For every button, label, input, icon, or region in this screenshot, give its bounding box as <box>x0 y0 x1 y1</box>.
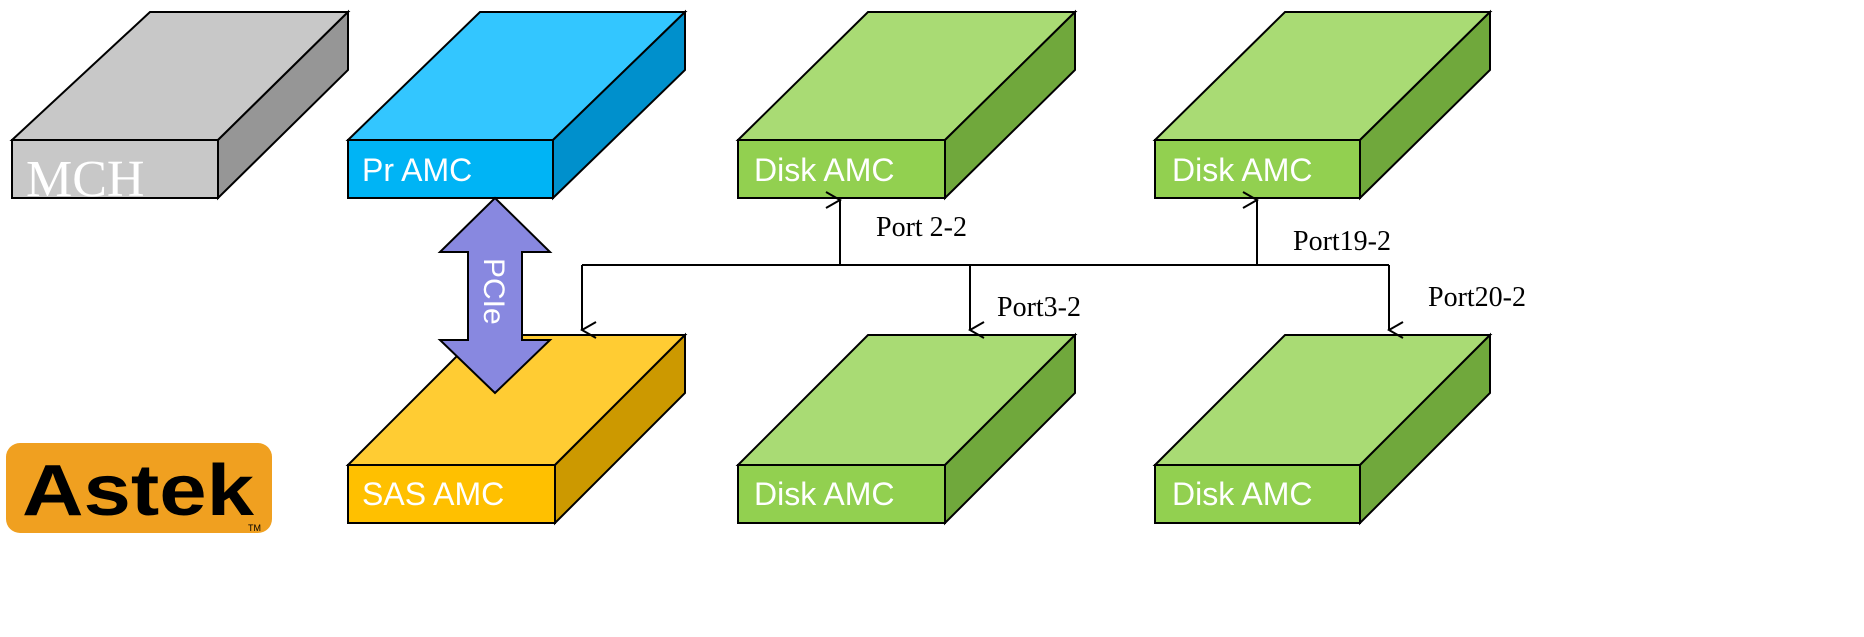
pcie-label: PCIe <box>477 258 510 325</box>
disk-amc-box-4: Disk AMC <box>1152 332 1493 526</box>
sas-amc-label: SAS AMC <box>362 476 504 512</box>
disk-amc-box-3: Disk AMC <box>735 332 1078 526</box>
disk-amc-2-label: Disk AMC <box>1172 152 1312 188</box>
disk-amc-4-front <box>1154 464 1361 524</box>
port-3-2-label: Port3-2 <box>997 292 1081 323</box>
mch-box-front <box>11 139 219 199</box>
port-2-2-label: Port 2-2 <box>876 212 967 243</box>
disk-amc-3-label: Disk AMC <box>754 476 894 512</box>
astek-logo-wordmark: Astek <box>22 451 255 531</box>
port-20-2-label: Port20-2 <box>1428 282 1526 313</box>
astek-logo-trademark: TM <box>248 523 261 533</box>
port-19-2-label: Port19-2 <box>1293 226 1391 257</box>
pcie-connector: PCIe <box>437 196 553 395</box>
pr-amc-box: Pr AMC <box>345 9 688 201</box>
disk-amc-3-front <box>737 464 946 524</box>
disk-amc-1-label: Disk AMC <box>754 152 894 188</box>
astek-logo: Astek TM <box>6 443 272 533</box>
disk-amc-box-2: Disk AMC <box>1152 9 1493 201</box>
disk-amc-box-1: Disk AMC <box>735 9 1078 201</box>
pr-amc-label: Pr AMC <box>362 152 472 188</box>
mch-box: MCH <box>9 9 351 208</box>
disk-amc-4-label: Disk AMC <box>1172 476 1312 512</box>
pr-amc-box-front <box>347 139 554 199</box>
mch-label: MCH <box>26 151 144 208</box>
astek-logo-background <box>6 443 272 533</box>
disk-amc-2-front <box>1154 139 1361 199</box>
sas-amc-box: SAS AMC <box>345 332 688 526</box>
pcie-double-arrow <box>437 196 553 395</box>
sas-amc-box-front <box>347 464 556 524</box>
port-connections <box>582 200 1389 330</box>
